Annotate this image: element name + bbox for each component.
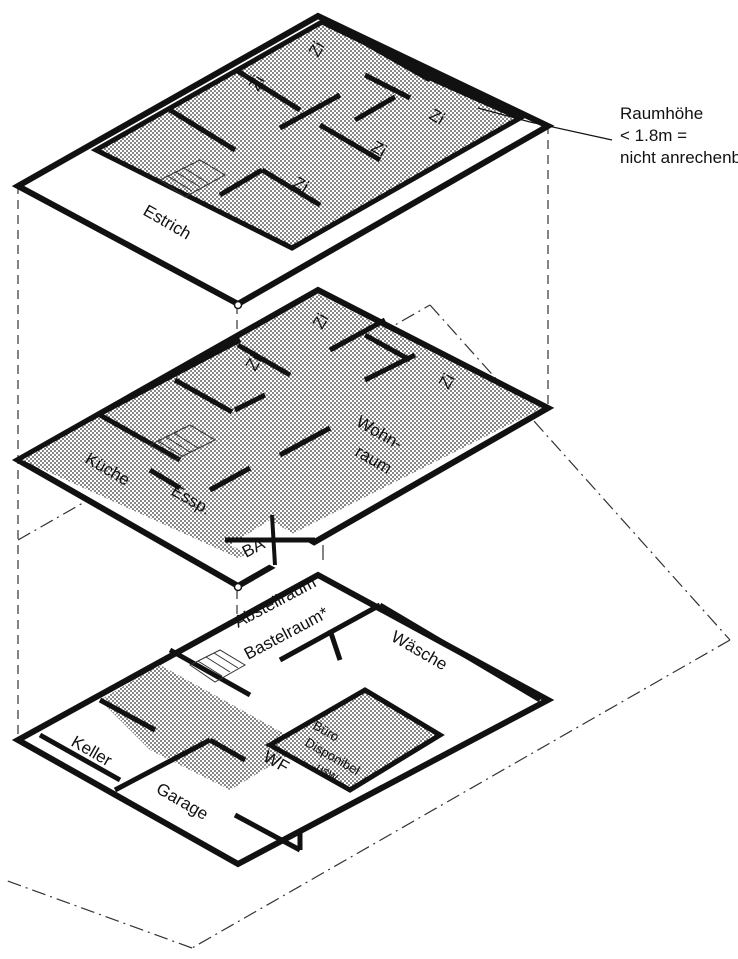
ground-floor-dotted-hall bbox=[100, 665, 305, 790]
side-note-leader-2 bbox=[529, 121, 613, 141]
middle-floor-dotted-area bbox=[22, 294, 542, 558]
side-note-line-1: Raumhöhe bbox=[620, 104, 704, 123]
middle-floor bbox=[11, 286, 555, 592]
side-note-line-2: < 1.8m = bbox=[620, 126, 688, 145]
ground-floor bbox=[11, 571, 555, 868]
side-note-line-3: nicht anrechenbar bbox=[620, 148, 738, 167]
top-floor-dotted-area bbox=[96, 22, 520, 248]
ceiling-height-note: Raumhöhe < 1.8m = nicht anrechenbar bbox=[620, 103, 738, 169]
top-floor bbox=[11, 12, 555, 310]
office-dotted-area bbox=[270, 690, 440, 790]
side-note-leader bbox=[477, 107, 531, 123]
